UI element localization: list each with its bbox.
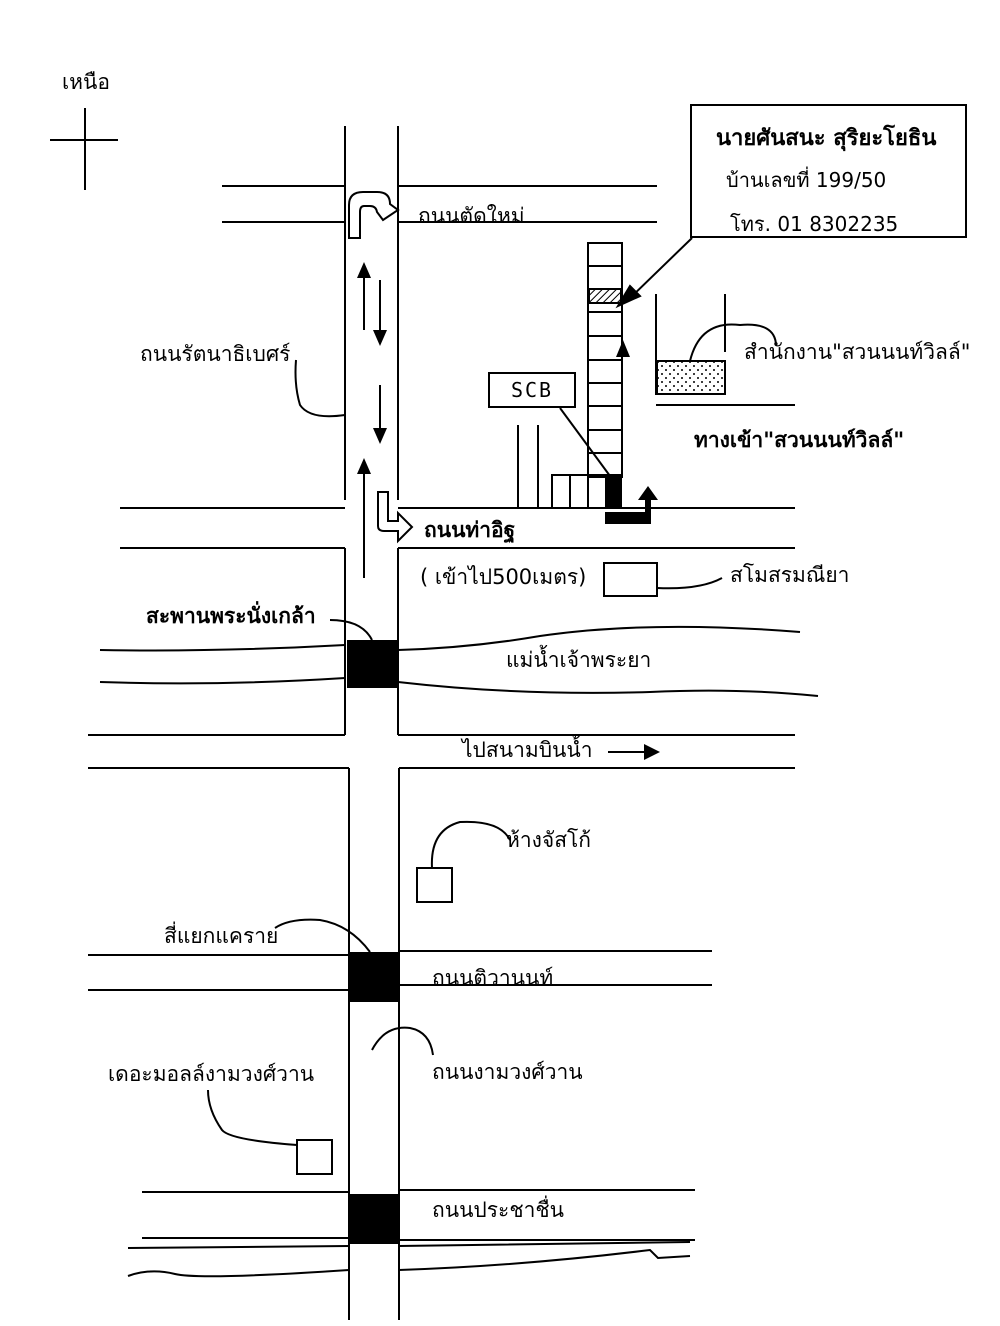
- main-road-lines: [344, 126, 400, 1320]
- arrow-down-1-icon: [373, 330, 387, 346]
- club-label: สโมสรมณียา: [730, 563, 850, 587]
- entrance-arrow-icon: [605, 486, 658, 524]
- airport-road-lines: [88, 734, 795, 769]
- house-number: บ้านเลขที่ 199/50: [726, 168, 887, 192]
- mall-leader-line: [207, 1089, 298, 1146]
- owner-name: นายศันสนะ สุริยะโยธิน: [716, 126, 937, 151]
- turn-right-arrow-icon: [377, 491, 414, 544]
- jusco-building: [416, 867, 453, 903]
- north-label: เหนือ: [62, 70, 110, 94]
- airport-arrowhead-icon: [644, 744, 660, 760]
- townhouse-strip: [587, 242, 623, 478]
- ngamwongwan-leader-line: [371, 1026, 434, 1056]
- road-label-rattanathibet: ถนนรัตนาธิเบศร์: [140, 342, 291, 366]
- strip-arrow-up-icon: [616, 340, 630, 357]
- u-turn-arrow-icon: [348, 191, 400, 239]
- info-leader-line: [627, 237, 693, 301]
- shop-row: [551, 474, 607, 509]
- phone-number: โทร. 01 8302235: [730, 212, 899, 236]
- canal-lines: [127, 1241, 691, 1278]
- road-label-tha-it: ถนนท่าอิฐ: [424, 518, 516, 542]
- bridge-leader-line: [329, 619, 373, 641]
- entrance-marker: [605, 474, 622, 508]
- mall-building: [296, 1139, 333, 1175]
- khae-rai-intersection-block: [349, 952, 399, 1002]
- tat-mai-road-lines: [222, 185, 657, 223]
- tha-it-distance-note: ( เข้าไป500เมตร): [420, 565, 587, 589]
- scb-bank-label: SCB: [488, 372, 576, 408]
- arrow-up-2-icon: [357, 458, 371, 474]
- info-leader-arrowhead: [615, 284, 642, 309]
- office-leader-line: [689, 323, 777, 362]
- bridge-label: สะพานพระนั่งเกล้า: [146, 604, 316, 628]
- prachachuen-road-lines: [142, 1189, 695, 1241]
- road-label-prachachuen: ถนนประชาชื่น: [432, 1198, 564, 1222]
- jusco-leader-line: [430, 820, 511, 869]
- khae-rai-leader-line: [274, 918, 371, 953]
- arrow-down-2-icon: [373, 428, 387, 444]
- road-label-tiwanon: ถนนติวานนท์: [432, 966, 554, 990]
- club-building: [603, 562, 658, 597]
- river-banks: [99, 625, 819, 697]
- khae-rai-label: สี่แยกแคราย: [164, 924, 279, 948]
- entrance-label: ทางเข้า"สวนนนท์วิลล์": [694, 428, 905, 452]
- bridge-block: [347, 640, 398, 688]
- prachachuen-intersection-block: [349, 1194, 399, 1244]
- mall-label: เดอะมอลล์งามวงศ์วาน: [108, 1062, 315, 1086]
- owner-info-box: นายศันสนะ สุริยะโยธิน บ้านเลขที่ 199/50 …: [690, 104, 967, 238]
- road-label-tat-mai: ถนนตัดใหม่: [418, 204, 525, 228]
- tiwanon-road-lines: [88, 950, 712, 991]
- jusco-label: ห้างจัสโก้: [506, 828, 592, 852]
- north-compass-icon: [50, 108, 118, 190]
- airport-direction-label: ไปสนามบินน้ำ: [462, 738, 593, 762]
- river-label: แม่น้ำเจ้าพระยา: [506, 648, 652, 672]
- arrow-up-1-icon: [357, 262, 371, 278]
- rattanathibet-leader-line: [294, 359, 346, 418]
- office-label: สำนักงาน"สวนนนท์วิลล์": [744, 340, 971, 364]
- target-house-marker: [588, 288, 622, 304]
- road-label-ngamwongwan: ถนนงามวงศ์วาน: [432, 1060, 583, 1084]
- club-leader-line: [656, 577, 723, 590]
- office-building: [656, 360, 726, 395]
- direction-arrows: [363, 270, 381, 578]
- scb-leader-line: [559, 407, 611, 477]
